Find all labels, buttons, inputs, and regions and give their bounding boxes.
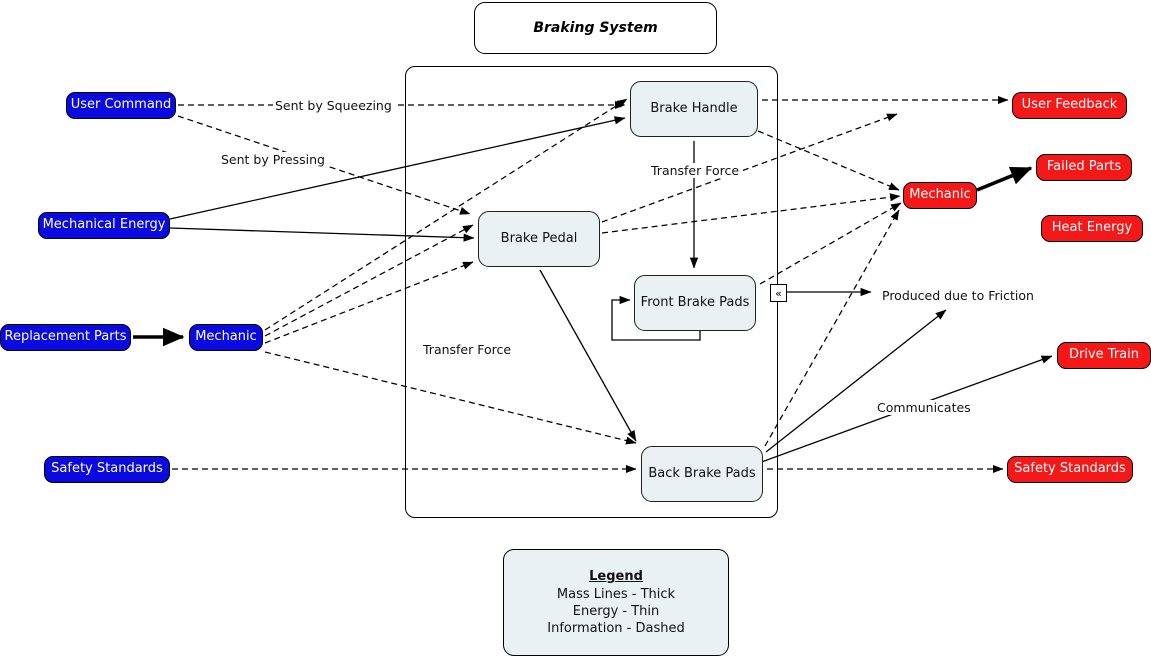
external-output-drive-train[interactable]: Drive Train bbox=[1057, 342, 1151, 369]
legend-line-information: Information - Dashed bbox=[547, 621, 685, 637]
external-input-replacement-parts[interactable]: Replacement Parts bbox=[0, 324, 131, 351]
process-brake-handle[interactable]: Brake Handle bbox=[630, 81, 758, 137]
boundary-crossing-marker: « bbox=[770, 284, 787, 302]
legend: Legend Mass Lines - Thick Energy - Thin … bbox=[503, 549, 729, 656]
legend-line-mass: Mass Lines - Thick bbox=[556, 586, 676, 602]
external-input-mechanical-energy[interactable]: Mechanical Energy bbox=[38, 212, 170, 239]
edge-label-transfer-force-pedal: Transfer Force bbox=[421, 342, 514, 357]
external-output-user-feedback[interactable]: User Feedback bbox=[1012, 92, 1127, 119]
external-output-failed-parts[interactable]: Failed Parts bbox=[1036, 154, 1132, 181]
edge-label-produced-due-to-friction: Produced due to Friction bbox=[880, 288, 1036, 303]
external-output-safety-standards[interactable]: Safety Standards bbox=[1007, 456, 1133, 483]
process-back-brake-pads[interactable]: Back Brake Pads bbox=[641, 446, 763, 502]
external-output-mechanic[interactable]: Mechanic bbox=[903, 182, 977, 209]
external-input-mechanic[interactable]: Mechanic bbox=[189, 324, 263, 351]
external-input-safety-standards[interactable]: Safety Standards bbox=[44, 456, 170, 483]
diagram-title: Braking System bbox=[474, 2, 717, 54]
edge-label-transfer-force-handle: Transfer Force bbox=[649, 163, 742, 178]
process-front-brake-pads[interactable]: Front Brake Pads bbox=[634, 275, 756, 331]
external-output-heat-energy[interactable]: Heat Energy bbox=[1041, 215, 1143, 242]
edge-label-sent-by-squeezing: Sent by Squeezing bbox=[273, 98, 394, 113]
legend-line-energy: Energy - Thin bbox=[572, 604, 660, 619]
external-input-user-command[interactable]: User Command bbox=[66, 92, 176, 119]
edge-label-sent-by-pressing: Sent by Pressing bbox=[219, 152, 327, 167]
legend-title: Legend bbox=[589, 568, 643, 584]
process-brake-pedal[interactable]: Brake Pedal bbox=[478, 211, 600, 267]
edge-label-communicates: Communicates bbox=[875, 400, 973, 415]
